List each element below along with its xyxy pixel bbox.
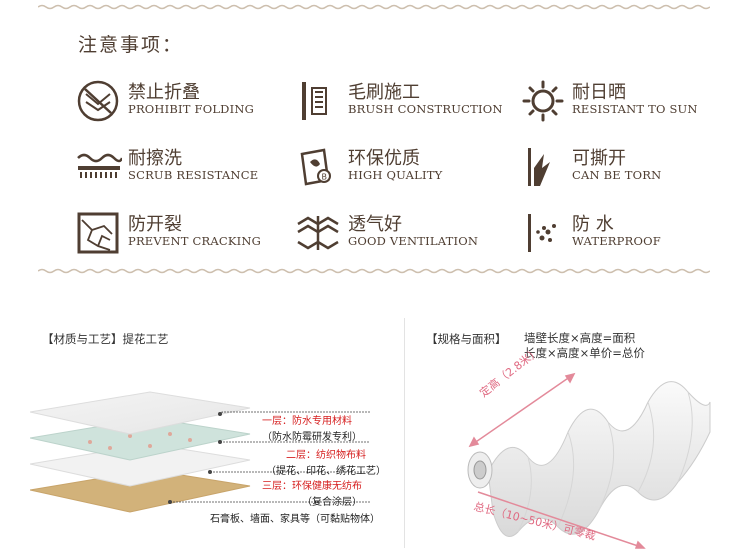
feature-en: CAN BE TORN	[572, 168, 662, 182]
ventilation-icon	[297, 216, 339, 250]
feature-en: BRUSH CONSTRUCTION	[348, 102, 503, 116]
feature-en: GOOD VENTILATION	[348, 234, 479, 248]
feature-good-ventilation: 透气好 GOOD VENTILATION	[296, 210, 526, 254]
layer-diagram	[30, 391, 251, 513]
layer1-sub: （防水防霉研发专利）	[262, 432, 362, 443]
feature-cn: 耐擦洗	[128, 148, 182, 169]
feature-en: PROHIBIT FOLDING	[128, 102, 254, 116]
feature-cn: 可撕开	[572, 148, 626, 169]
scrub-icon	[77, 153, 122, 178]
price-formula: 长度×高度×单价=总价	[524, 346, 645, 360]
layer3-title: 三层：环保健康无纺布	[262, 481, 362, 492]
section-divider	[404, 318, 405, 548]
feature-cn: 耐日晒	[572, 82, 626, 103]
quality-icon: B	[300, 148, 331, 186]
brush-icon	[302, 82, 327, 120]
water-icon	[528, 214, 556, 252]
feature-cn: 透气好	[348, 214, 402, 235]
area-formula: 墙壁长度×高度=面积	[524, 331, 636, 345]
bottom-divider	[38, 268, 710, 274]
feature-scrub-resistance: 耐擦洗 SCRUB RESISTANCE	[76, 144, 306, 188]
crack-icon	[77, 212, 119, 254]
feature-prevent-cracking: 防开裂 PREVENT CRACKING	[76, 210, 306, 254]
notes-title: 注意事项：	[78, 34, 184, 56]
layer1-title: 一层：防水专用材料	[262, 416, 352, 427]
layer2-title: 二层：纺织物布料	[286, 450, 366, 461]
layer-connectors	[168, 411, 370, 504]
feature-cn: 环保优质	[348, 148, 420, 169]
base-surfaces: 石膏板、墙面、家具等（可黏贴物体）	[210, 514, 380, 525]
feature-prohibit-folding: 禁止折叠 PROHIBIT FOLDING	[76, 78, 306, 122]
spec-label: 【规格与面积】	[426, 332, 507, 346]
feature-en: HIGH QUALITY	[348, 168, 443, 182]
tear-icon	[528, 148, 550, 186]
feature-cn: 禁止折叠	[128, 82, 200, 103]
feature-waterproof: 防 水 WATERPROOF	[520, 210, 750, 254]
feature-cn: 毛刷施工	[348, 82, 420, 103]
material-label: 【材质与工艺】提花工艺	[42, 332, 169, 346]
layer3-sub: （复合涂层）	[302, 497, 362, 508]
feature-en: WATERPROOF	[572, 234, 661, 248]
no-fold-icon	[77, 80, 119, 122]
feature-high-quality: B 环保优质 HIGH QUALITY	[296, 144, 526, 188]
feature-cn: 防开裂	[128, 214, 182, 235]
feature-cn: 防 水	[572, 214, 614, 235]
svg-text:B: B	[322, 173, 328, 182]
feature-en: RESISTANT TO SUN	[572, 102, 698, 116]
sun-icon	[522, 80, 564, 122]
feature-resistant-to-sun: 耐日晒 RESISTANT TO SUN	[520, 78, 750, 122]
feature-can-be-torn: 可撕开 CAN BE TORN	[520, 144, 750, 188]
roll-diagram	[467, 372, 711, 549]
feature-en: SCRUB RESISTANCE	[128, 168, 259, 182]
layer2-sub: （提花、印花、绣花工艺）	[266, 466, 386, 477]
feature-en: PREVENT CRACKING	[128, 234, 262, 248]
top-divider	[38, 4, 710, 10]
feature-brush-construction: 毛刷施工 BRUSH CONSTRUCTION	[296, 78, 526, 122]
layer-one	[30, 391, 251, 435]
